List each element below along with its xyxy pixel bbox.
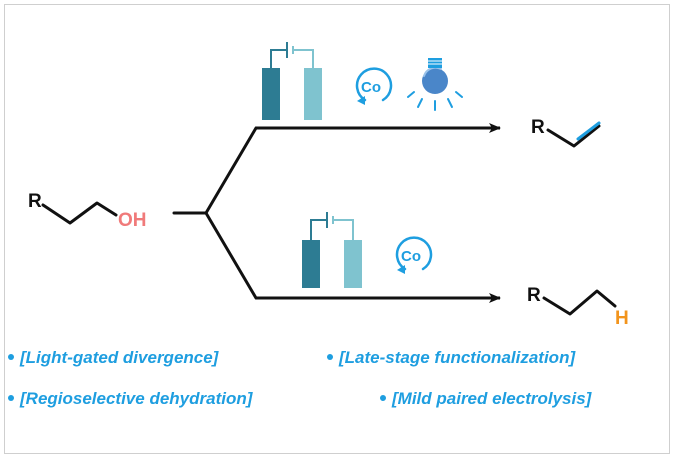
bottom-cobalt-catalyst-icon: Co [395,236,433,274]
highlight-text: [Light-gated divergence] [20,348,219,367]
highlight-item: [Light-gated divergence] [8,345,218,371]
top-cobalt-label: Co [361,79,381,96]
bullet-dot-icon [327,353,333,360]
reactant-oh-label: OH [118,210,147,231]
alkene-double-bond [576,121,601,141]
top-cathode-electrode [304,68,322,120]
alkane-bonds [542,289,617,316]
alkene-bonds [546,124,601,148]
bullet-dot-icon [380,394,386,401]
alkane-product: R H [527,285,629,329]
highlight-item: [Late-stage functionalization] [327,345,575,371]
bottom-cathode-electrode [344,240,362,288]
highlights-row-2: [Regioselective dehydration] [Mild paire… [0,386,676,412]
reactant-alcohol: R OH [28,191,147,231]
alkene-product: R [531,117,601,148]
branch-connector [172,126,258,300]
top-electrolysis-cell-icon [262,42,322,120]
bullet-dot-icon [8,394,14,401]
alkene-r-label: R [531,117,545,138]
highlight-text: [Late-stage functionalization] [339,348,576,367]
figure-frame [4,4,670,454]
highlight-text: [Regioselective dehydration] [20,389,253,408]
alkane-r-label: R [527,285,541,306]
bottom-cobalt-label: Co [401,248,421,265]
reactant-skeleton-bonds [41,201,118,225]
top-cobalt-catalyst-icon: Co [355,67,393,105]
bottom-anode-electrode [302,240,320,288]
highlight-text: [Mild paired electrolysis] [392,389,592,408]
reactant-r-label: R [28,191,42,212]
bottom-electrolysis-cell-icon [302,212,362,288]
light-bulb-icon [407,58,463,111]
highlights-row-1: [Light-gated divergence] [Late-stage fun… [0,345,676,371]
highlight-item: [Regioselective dehydration] [8,386,252,412]
alkane-h-label: H [615,308,629,329]
bullet-dot-icon [8,353,14,360]
top-anode-electrode [262,68,280,120]
highlight-item: [Mild paired electrolysis] [380,386,591,412]
